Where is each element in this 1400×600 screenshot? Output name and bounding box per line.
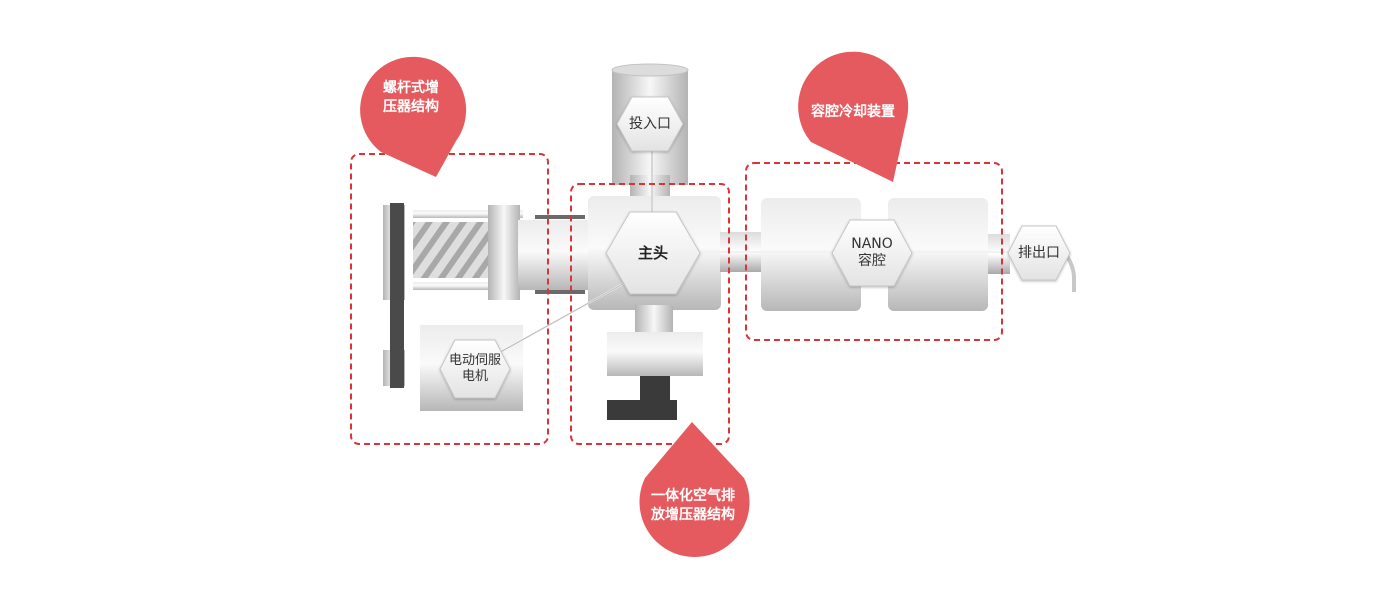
nano-chamber-assembly: [761, 198, 1076, 311]
hex-outlet: [1007, 225, 1071, 281]
tie-rod-bottom: [413, 282, 523, 290]
screw-coil: [413, 222, 493, 278]
hex-inlet: [616, 96, 684, 152]
frame-screw-booster: [350, 153, 549, 445]
lower-stem: [635, 305, 673, 337]
frame-integrated-booster: [570, 183, 730, 445]
chamber-left: [761, 198, 861, 311]
base-plate: [607, 400, 677, 420]
drop-screw-booster: [360, 56, 467, 177]
screw-shaft: [518, 220, 590, 290]
base-stem: [640, 376, 670, 404]
hex-badges: [439, 96, 1071, 399]
tie-rod-top: [413, 210, 523, 218]
drop-integrated-booster: [639, 422, 750, 557]
drop-chamber-cooling: [798, 51, 909, 183]
hex-main-head: [605, 211, 701, 295]
callout-drops: [360, 51, 909, 557]
lower-cylinder: [607, 332, 703, 376]
screw-booster-assembly: [383, 203, 590, 411]
drive-belt: [390, 203, 404, 388]
chamber-right: [888, 198, 988, 311]
screw-flange: [488, 205, 520, 300]
hex-nano-chamber: [831, 219, 913, 287]
hex-servo-motor: [439, 339, 511, 399]
